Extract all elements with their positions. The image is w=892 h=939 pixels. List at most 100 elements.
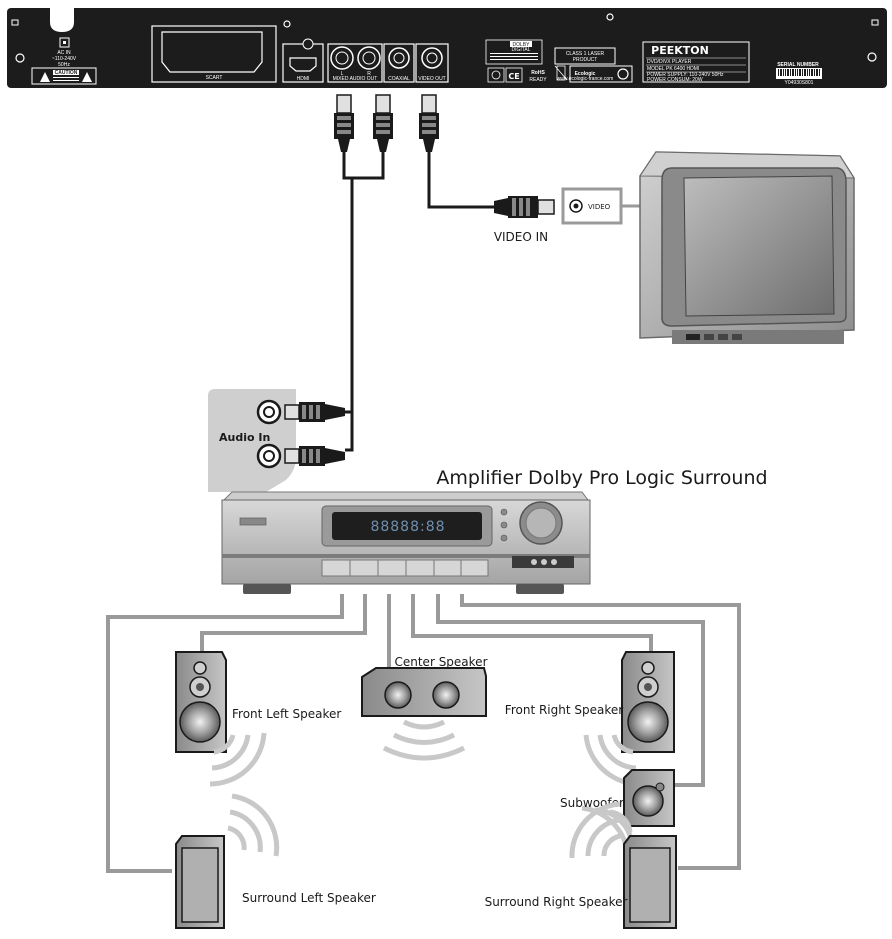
amplifier-title: Amplifier Dolby Pro Logic Surround — [436, 467, 767, 489]
input-selector-buttons — [321, 559, 489, 577]
front-right-speaker-label: Front Right Speaker — [505, 703, 623, 717]
amplifier: 88888:88 — [221, 491, 591, 594]
certification-icon — [487, 67, 505, 83]
brand-logo: PEEKTON — [651, 44, 709, 57]
wire-subwoofer — [436, 594, 705, 787]
sound-waves-icon — [209, 732, 267, 787]
wire-front-right — [411, 594, 653, 652]
amplifier-audio-in-panel: Audio In — [208, 389, 296, 492]
recycle-bin-icon — [556, 65, 566, 81]
front-left-speaker-label: Front Left Speaker — [232, 707, 341, 721]
video-in-label: VIDEO IN — [494, 230, 548, 244]
serial-label: SERIAL NUMBER Y04930S801 — [776, 62, 822, 86]
dolby-logo: DOLBY — [513, 42, 531, 48]
surround-right-speaker-label: Surround Right Speaker — [485, 895, 628, 909]
wire-front-left — [200, 594, 367, 651]
hdmi-port: HDMI — [282, 38, 324, 83]
audio-right-label: R — [367, 71, 371, 77]
wire-surround-left — [106, 594, 344, 873]
screw-icon — [15, 53, 25, 63]
dvd-player-rear-panel: AC IN ~110-240V 50Hz CAUTION SCART HDMI — [7, 8, 887, 88]
surround-left-speaker — [175, 793, 280, 929]
screw-icon — [606, 13, 614, 21]
rca-jack-icon — [357, 46, 381, 70]
ac-in-label: AC IN — [57, 50, 71, 56]
model-label: PEEKTON DVD/DIVX PLAYER MODEL PK 6400 HD… — [642, 41, 750, 83]
ac-frequency-label: 50Hz — [58, 62, 70, 68]
amplifier-foot — [243, 584, 291, 594]
corner-marker-icon — [871, 19, 879, 26]
model-line-1: DVD/DIVX PLAYER — [647, 59, 692, 65]
ecologic-logo: Ecologic — [575, 71, 596, 77]
class-laser-product-text: PRODUCT — [573, 57, 598, 63]
rca-jack-icon — [421, 47, 443, 69]
svg-text:CE: CE — [508, 72, 519, 81]
video-rca-plug — [419, 94, 439, 152]
corner-marker-icon — [11, 19, 19, 26]
warning-triangle-icon — [82, 72, 92, 82]
wire-surround-right — [460, 594, 741, 870]
caution-label: CAUTION — [31, 67, 97, 85]
center-speaker-label: Center Speaker — [394, 655, 487, 669]
audio-out-label: MIXED AUDIO OUT — [333, 76, 378, 82]
ce-mark-icon — [505, 67, 523, 83]
warning-triangle-icon — [40, 72, 50, 82]
coaxial-jack: COAXIAL — [383, 43, 415, 83]
ecologic-url: www.ecologic-france.com — [557, 76, 614, 82]
barcode-icon — [778, 69, 820, 76]
model-line-4: POWER CONSUM: 20W — [647, 77, 703, 83]
front-right-speaker — [583, 651, 675, 787]
video-cable — [427, 152, 494, 209]
scart-label: SCART — [206, 75, 223, 81]
panel-notch — [50, 8, 74, 32]
compliance-labels: DOLBY DIGITAL CE RoHS READY CLASS 1 LASE… — [485, 39, 633, 83]
tv-video-jack-label: VIDEO — [588, 203, 611, 211]
amplifier-foot — [516, 584, 564, 594]
screw-icon — [283, 20, 291, 28]
rohs-ready-text: READY — [529, 77, 547, 83]
model-line-3: POWER SUPPLY: 110-240V 50Hz — [647, 72, 724, 78]
hdmi-label: HDMI — [297, 76, 310, 82]
sound-waves-icon — [382, 719, 466, 761]
television: VIDEO — [561, 151, 855, 344]
serial-number-text: Y04930S801 — [785, 80, 814, 86]
rca-plug-left — [334, 94, 354, 152]
dolby-digital-text: DIGITAL — [511, 47, 530, 53]
caution-text: CAUTION — [55, 70, 78, 76]
screw-icon — [302, 38, 314, 50]
speaker-wires — [106, 594, 741, 873]
surround-left-speaker-label: Surround Left Speaker — [242, 891, 376, 905]
ac-power-inlet: AC IN ~110-240V 50Hz — [52, 37, 77, 68]
audio-out-jacks: L R MIXED AUDIO OUT — [327, 43, 383, 83]
video-tv-plug — [494, 196, 555, 218]
screw-icon — [867, 52, 877, 62]
class-laser-text: CLASS 1 LASER — [566, 51, 605, 57]
audio-rca-cable — [342, 152, 385, 452]
audio-in-plug-bottom — [284, 446, 345, 466]
amplifier-display-text: 88888:88 — [370, 519, 445, 535]
front-left-speaker — [175, 651, 267, 787]
rohs-logo: RoHS — [531, 70, 545, 76]
power-switch — [239, 517, 267, 526]
coaxial-label: COAXIAL — [388, 76, 410, 82]
rca-jack-icon — [388, 47, 410, 69]
scart-connector: SCART — [151, 25, 277, 83]
rca-plug-right — [373, 94, 393, 152]
serial-label-text: SERIAL NUMBER — [777, 62, 819, 68]
audio-left-label: L — [341, 71, 344, 77]
audio-in-label: Audio In — [219, 431, 270, 444]
surround-right-speaker — [569, 801, 677, 929]
sound-waves-icon — [569, 801, 621, 859]
audio-in-plug-top — [284, 402, 345, 422]
amplifier-display — [332, 512, 482, 540]
ac-voltage-label: ~110-240V — [52, 56, 77, 62]
center-speaker — [361, 667, 487, 761]
ecologic-icon — [617, 68, 629, 80]
video-out-label: VIDEO OUT — [418, 76, 446, 82]
rca-jack-icon — [330, 46, 354, 70]
video-out-jack: VIDEO OUT — [415, 43, 449, 83]
model-line-2: MODEL PK 6400 HDMI — [647, 66, 699, 72]
sound-waves-icon — [227, 793, 280, 857]
